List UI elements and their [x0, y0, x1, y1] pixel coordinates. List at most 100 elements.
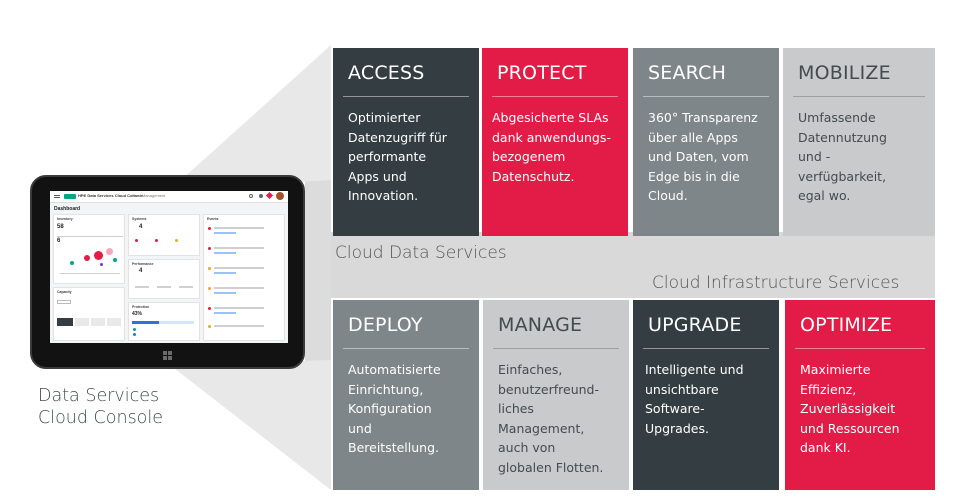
performance-count: 4: [139, 268, 143, 274]
protection-card-title: Protection: [132, 305, 150, 309]
help-icon[interactable]: [259, 194, 263, 198]
capacity-cell: [57, 318, 73, 326]
chart-bubble: [70, 261, 74, 265]
tile-divider: [492, 96, 618, 97]
chart-bubble: [94, 251, 103, 260]
event-alert-icon: [208, 307, 211, 310]
legend-dot: [133, 333, 136, 336]
protection-bar-fill: [132, 321, 159, 324]
event-alert-icon: [208, 247, 211, 250]
cloud-infrastructure-services-label: Cloud Infrastructure Services: [652, 273, 900, 293]
tile-upgrade-title: UPGRADE: [648, 314, 742, 336]
caption-line-2: Cloud Console: [38, 408, 164, 428]
legend-dot: [133, 328, 136, 331]
console-app-subtitle: Fleet Management: [132, 193, 166, 198]
windows-home-icon[interactable]: [163, 351, 173, 361]
tile-deploy-title: DEPLOY: [348, 314, 423, 336]
capacity-cell: [91, 318, 105, 326]
chart-bubble: [106, 248, 113, 255]
status-critical-icon: [135, 239, 138, 242]
caption-line-1: Data Services: [38, 386, 160, 406]
event-row: [214, 325, 264, 327]
event-alert-icon: [208, 267, 211, 270]
systems-count: 4: [139, 224, 143, 230]
tile-divider: [343, 96, 469, 97]
systems-card[interactable]: Systems 4: [128, 214, 200, 256]
capacity-filter[interactable]: [57, 300, 71, 304]
event-row: [214, 312, 236, 314]
tile-divider: [643, 96, 769, 97]
event-row: [214, 232, 236, 234]
capacity-cell: [75, 318, 89, 326]
systems-card-title: Systems: [132, 217, 147, 221]
capacity-cell: [107, 318, 121, 326]
avatar[interactable]: [276, 192, 284, 200]
services-band: [331, 232, 935, 298]
event-alert-icon: [208, 227, 211, 230]
event-row: [214, 227, 264, 229]
search-icon[interactable]: [249, 194, 253, 198]
performance-metric: [157, 286, 171, 288]
tile-divider: [343, 348, 469, 349]
event-alert-icon: [208, 325, 211, 328]
capacity-card-title: Capacity: [57, 290, 72, 294]
performance-metric: [179, 286, 193, 288]
tile-optimize-title: OPTIMIZE: [800, 314, 893, 336]
tablet-device: HPE Data Services Cloud Console Fleet Ma…: [30, 175, 305, 369]
chart-axis: [60, 273, 120, 274]
menu-icon[interactable]: [54, 195, 60, 196]
performance-card-title: Performance: [132, 262, 154, 266]
inventory-card-title: Inventory: [57, 217, 73, 221]
console-caption: Data Services Cloud Console: [38, 385, 163, 429]
console-topbar: HPE Data Services Cloud Console Fleet Ma…: [50, 191, 288, 203]
event-row: [214, 267, 264, 269]
tile-divider: [643, 348, 769, 349]
console-app-title: HPE Data Services Cloud Console: [78, 193, 143, 198]
tile-mobilize-title: MOBILIZE: [798, 62, 891, 84]
chart-bubble: [84, 255, 90, 261]
event-row: [214, 247, 264, 249]
event-row: [214, 307, 264, 309]
notification-icon[interactable]: [265, 191, 274, 200]
tile-protect-title: PROTECT: [497, 62, 587, 84]
event-row: [214, 287, 264, 289]
performance-metric: [135, 286, 149, 288]
tile-search-title: SEARCH: [648, 62, 727, 84]
status-critical-icon: [155, 239, 158, 242]
event-row: [214, 272, 236, 274]
tile-divider: [493, 348, 619, 349]
event-alert-icon: [208, 287, 211, 290]
hpe-logo-icon: [64, 194, 76, 199]
tile-manage-title: MANAGE: [498, 314, 583, 336]
cloud-data-services-label: Cloud Data Services: [335, 243, 507, 263]
inventory-card[interactable]: Inventory 58 6: [53, 214, 125, 284]
events-card-title: Events: [207, 217, 219, 221]
protection-percent: 43%: [132, 311, 143, 317]
applications-count: 6: [57, 238, 61, 244]
capacity-card[interactable]: Capacity: [53, 287, 125, 341]
tile-divider: [793, 96, 925, 97]
chart-bubble: [100, 263, 103, 266]
protection-card[interactable]: Protection 43%: [128, 302, 200, 341]
chart-bubble: [113, 258, 117, 262]
events-card[interactable]: Events: [203, 214, 285, 341]
event-row: [214, 292, 236, 294]
console-screen: HPE Data Services Cloud Console Fleet Ma…: [50, 191, 288, 343]
performance-card[interactable]: Performance 4: [128, 259, 200, 299]
tile-access-title: ACCESS: [348, 62, 425, 84]
